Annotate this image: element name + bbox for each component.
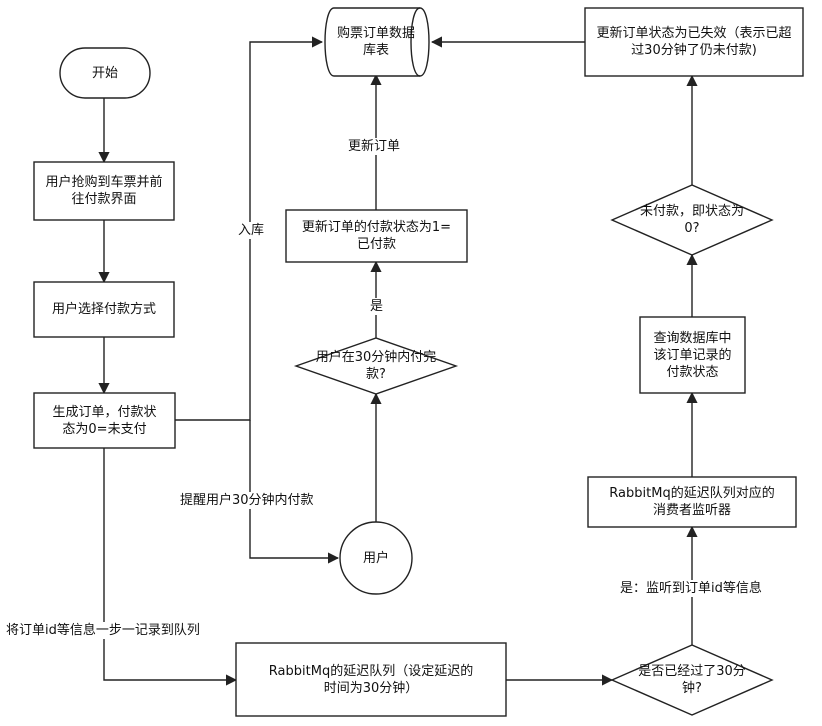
order-db-cylinder-rim <box>410 7 421 77</box>
edge-label-update-order: 更新订单 <box>348 138 401 155</box>
edge-label-remind: 提醒用户30分钟内付款 <box>180 492 314 509</box>
edge-create-to-queue <box>103 448 238 686</box>
set-paid-box <box>285 209 468 263</box>
paid-in-30-node: 用户在30分钟内付完 款? <box>315 350 437 382</box>
check-30min-node: 是否已经过了30分 钟? <box>638 664 746 696</box>
grab-ticket-node: 用户抢购到车票并前 往付款界面 <box>45 175 163 207</box>
start-node: 开始 <box>91 65 118 81</box>
edge-label-store: 入库 <box>238 222 265 239</box>
delay-queue-box <box>235 642 507 717</box>
choose-payment-node: 用户选择付款方式 <box>51 302 156 317</box>
paid-in-30-diamond <box>293 337 459 395</box>
edge-label-yes: 是 <box>370 298 384 315</box>
query-db-box <box>639 316 746 394</box>
set-invalid-box <box>584 7 804 77</box>
user-node: 用户 <box>362 550 389 566</box>
edge-remind-to-user <box>249 420 340 564</box>
check-30min-diamond <box>610 644 774 716</box>
edge-label-enqueue: 将订单id等信息一步一记录到队列 <box>6 622 200 639</box>
order-db-node: 购票订单数据 库表 <box>336 26 415 58</box>
consumer-node: RabbitMq的延迟队列对应的 消费者监听器 <box>609 486 775 518</box>
choose-payment-box <box>33 281 175 338</box>
create-order-node: 生成订单，付款状 态为0=未支付 <box>52 404 157 437</box>
start-node-shape <box>59 47 151 99</box>
set-paid-node: 更新订单的付款状态为1= 已付款 <box>301 220 452 252</box>
delay-queue-node: RabbitMq的延迟队列（设定延迟的 时间为30分钟） <box>268 663 474 696</box>
unpaid-check-node: 未付款，即状态为 0? <box>639 204 744 236</box>
query-db-node: 查询数据库中 该订单记录的 付款状态 <box>653 330 732 380</box>
user-node-shape <box>339 521 413 595</box>
edge-label-yes-listen: 是：监听到订单id等信息 <box>620 580 762 597</box>
grab-ticket-box <box>33 161 175 221</box>
unpaid-check-diamond <box>610 184 774 256</box>
consumer-box <box>587 476 797 528</box>
set-invalid-node: 更新订单状态为已失效（表示已超 过30分钟了仍未付款) <box>596 26 792 58</box>
create-order-box <box>33 392 176 449</box>
